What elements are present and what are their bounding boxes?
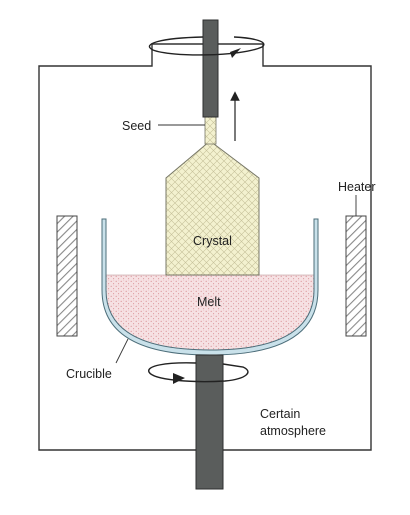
seed-label: Seed [122,119,151,133]
crystal-label: Crystal [193,234,232,248]
heater-label: Heater [338,180,376,194]
crucible-leader [115,338,129,364]
crucible [101,218,319,356]
counterclockwise-rotation-arrow-icon [148,36,265,58]
rotation-arrow-icon [148,362,249,384]
melt-label: Melt [197,295,221,309]
heater-right [345,215,367,337]
crucible-shaft [195,354,224,490]
crucible-label: Crucible [66,367,112,381]
atmosphere-label-line2: atmosphere [260,424,326,438]
crystal [165,140,260,276]
pull-shaft [202,19,219,118]
seed-crystal [204,116,217,145]
heater-left [56,215,78,337]
atmosphere-label-line1: Certain [260,407,300,421]
